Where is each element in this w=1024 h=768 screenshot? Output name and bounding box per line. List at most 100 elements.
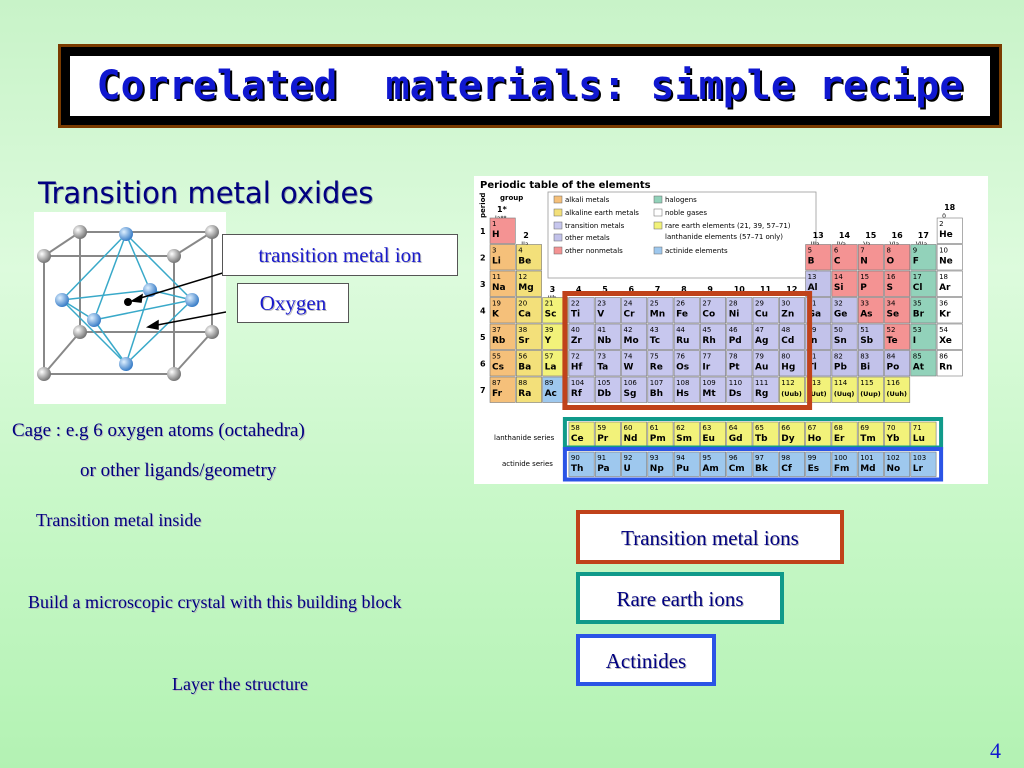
- pt-element-cell: [594, 297, 621, 324]
- pt-element-symbol: Sr: [518, 336, 529, 346]
- pt-element-number: 108: [676, 379, 689, 387]
- pt-element-cell: [831, 244, 858, 271]
- pt-element-number: 64: [729, 424, 738, 432]
- pt-element-symbol: Fr: [492, 389, 503, 399]
- pt-element-number: 87: [492, 379, 501, 387]
- pt-element-cell: [700, 297, 726, 324]
- pt-element-cell: [673, 376, 700, 403]
- octahedral-crystal-image: [34, 212, 227, 404]
- pt-element-symbol: Nd: [624, 434, 638, 444]
- pt-lanthanide-cell: [673, 421, 700, 447]
- pt-element-cell: [673, 350, 700, 377]
- build-text: Build a microscopic crystal with this bu…: [28, 592, 402, 612]
- pt-element-cell: [857, 350, 884, 377]
- pt-element-number: 19: [492, 300, 501, 308]
- pt-element-cell: [568, 350, 595, 377]
- pt-element-number: 95: [702, 454, 711, 462]
- pt-legend-label: halogens: [665, 196, 697, 204]
- pt-legend-swatch: [553, 221, 563, 230]
- pt-element-number: 28: [729, 300, 738, 308]
- pt-element-cell: [936, 350, 963, 377]
- pt-element-symbol: Re: [650, 363, 663, 373]
- pt-element-symbol: Lu: [913, 434, 925, 444]
- pt-element-symbol: Es: [808, 464, 820, 474]
- pt-element-number: 113: [808, 379, 821, 387]
- label-arrows: [129, 271, 227, 330]
- pt-element-symbol: Mt: [702, 389, 716, 399]
- pt-legend-swatch: [653, 246, 663, 255]
- pt-element-number: 53: [913, 326, 922, 334]
- pt-group-number: 2: [523, 231, 529, 240]
- pt-actinide-cell: [805, 451, 832, 477]
- pt-element-number: 30: [781, 300, 790, 308]
- pt-element-symbol: Ba: [518, 363, 531, 373]
- pt-legend-label: transition metals: [565, 222, 625, 230]
- pt-element-symbol: Cr: [624, 310, 636, 320]
- pt-element-symbol: Pr: [597, 434, 609, 444]
- pt-element-cell: [621, 297, 648, 324]
- pt-element-number: 25: [650, 300, 659, 308]
- pt-element-number: 55: [492, 353, 501, 361]
- pt-element-symbol: Ag: [755, 336, 768, 346]
- pt-element-symbol: Ne: [939, 257, 953, 267]
- pt-element-number: 71: [913, 424, 922, 432]
- pt-element-number: 32: [834, 300, 843, 308]
- pt-element-cell: [568, 376, 595, 403]
- pt-element-number: 17: [913, 273, 922, 281]
- pt-element-symbol: Ti: [571, 310, 580, 320]
- pt-element-number: 40: [571, 326, 580, 334]
- pt-element-symbol: S: [887, 283, 893, 293]
- pt-element-number: 8: [887, 247, 891, 255]
- pt-element-symbol: U: [624, 464, 631, 474]
- pt-element-cell: [884, 297, 911, 324]
- pt-legend-label: rare earth elements (21, 39, 57–71): [665, 222, 791, 230]
- transition-metal-ion-label: transition metal ion: [222, 234, 458, 276]
- pt-element-number: 78: [729, 353, 738, 361]
- pt-actinide-cell: [700, 451, 726, 477]
- pt-element-cells: 1H2He3Li4Be5B6C7N8O9F10Ne11Na12Mg13Al14S…: [489, 217, 963, 477]
- pt-element-cell: [778, 297, 805, 324]
- pt-element-number: 83: [860, 353, 869, 361]
- pt-element-cell: [752, 350, 779, 377]
- pt-element-symbol: Rf: [571, 389, 582, 399]
- pt-lanthanide-series-label: lanthanide series: [494, 434, 555, 442]
- pt-element-cell: [831, 323, 858, 350]
- pt-highlight-frames: [562, 291, 944, 482]
- pt-element-symbol: Pa: [597, 464, 609, 474]
- pt-element-symbol: Kr: [939, 310, 951, 320]
- pt-element-number: 38: [518, 326, 527, 334]
- pt-element-number: 75: [650, 353, 659, 361]
- pt-element-cell: [700, 350, 726, 377]
- pt-element-symbol: Ta: [597, 363, 608, 373]
- legend-actinides: Actinides: [576, 634, 716, 686]
- pt-element-number: 11: [492, 273, 501, 281]
- pt-element-symbol: Ga: [808, 310, 821, 320]
- pt-element-symbol: Rh: [702, 336, 715, 346]
- pt-actinide-cell: [673, 451, 700, 477]
- pt-legend-swatch: [653, 195, 663, 204]
- pt-element-number: 67: [808, 424, 817, 432]
- pt-element-number: 73: [597, 353, 606, 361]
- pt-element-cell: [726, 376, 753, 403]
- pt-element-symbol: Br: [913, 310, 925, 320]
- pt-element-cell: [884, 323, 911, 350]
- pt-element-symbol: Pu: [676, 464, 689, 474]
- pt-element-cell: [752, 323, 779, 350]
- pt-element-number: 41: [597, 326, 606, 334]
- pt-element-symbol: Yb: [886, 434, 901, 444]
- pt-element-number: 97: [755, 454, 764, 462]
- pt-element-number: 59: [597, 424, 606, 432]
- pt-element-symbol: Th: [571, 464, 584, 474]
- pt-period-number: 7: [480, 386, 486, 395]
- pt-group-number: 4: [576, 285, 582, 294]
- pt-element-number: 101: [860, 454, 873, 462]
- pt-group-number: 14: [839, 231, 851, 240]
- pt-period-number: 4: [480, 307, 486, 316]
- pt-element-number: 57: [545, 353, 554, 361]
- pt-element-symbol: He: [939, 230, 953, 240]
- pt-element-symbol: Ge: [834, 310, 848, 320]
- pt-actinide-cell: [752, 451, 779, 477]
- pt-element-symbol: Ir: [702, 363, 710, 373]
- pt-element-cell: [673, 297, 700, 324]
